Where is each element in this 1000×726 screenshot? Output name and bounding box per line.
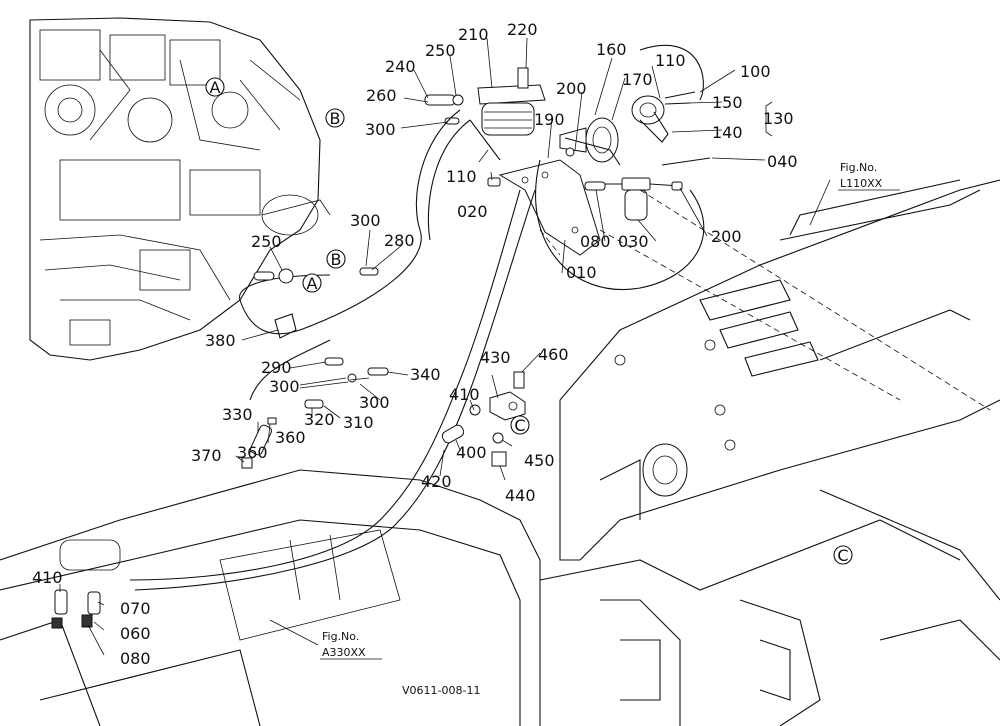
clip-200 bbox=[671, 181, 683, 191]
ref-a-mid: A bbox=[307, 274, 318, 293]
frame bbox=[539, 179, 1000, 726]
label-410-mid: 410 bbox=[449, 385, 480, 404]
label-200-top: 200 bbox=[556, 79, 587, 98]
label-250-mid: 250 bbox=[251, 232, 282, 251]
label-190: 190 bbox=[534, 110, 565, 129]
engine-block bbox=[29, 17, 331, 361]
label-200-right: 200 bbox=[711, 227, 742, 246]
label-030: 030 bbox=[618, 232, 649, 251]
label-040: 040 bbox=[767, 152, 798, 171]
clip-360b bbox=[267, 417, 277, 425]
label-070: 070 bbox=[120, 599, 151, 618]
ref-b-mid: B bbox=[331, 250, 342, 269]
label-370: 370 bbox=[191, 446, 222, 465]
label-260: 260 bbox=[366, 86, 397, 105]
fuel-filter-210 bbox=[477, 67, 546, 136]
clamp-140 bbox=[631, 95, 669, 143]
hose-410-bottom bbox=[54, 589, 68, 615]
fitting-370 bbox=[241, 457, 253, 469]
label-210: 210 bbox=[458, 25, 489, 44]
fig-ref-l-prefix: Fig.No. bbox=[840, 161, 877, 174]
label-170: 170 bbox=[622, 70, 653, 89]
label-020: 020 bbox=[457, 202, 488, 221]
label-420: 420 bbox=[421, 472, 452, 491]
ref-b-top: B bbox=[330, 109, 341, 128]
fitting-080-bottom bbox=[81, 614, 93, 628]
leader-lines bbox=[59, 37, 831, 656]
label-300-top: 300 bbox=[365, 120, 396, 139]
hose-330 bbox=[250, 424, 272, 456]
label-300-mid: 300 bbox=[350, 211, 381, 230]
fig-ref-a-number: A330XX bbox=[322, 646, 366, 659]
label-400: 400 bbox=[456, 443, 487, 462]
label-220: 220 bbox=[507, 20, 538, 39]
ref-c-right: C bbox=[837, 546, 848, 565]
label-110-top: 110 bbox=[655, 51, 686, 70]
fig-ref-l-number: L110XX bbox=[840, 177, 883, 190]
hose-080 bbox=[584, 181, 606, 191]
label-430: 430 bbox=[480, 348, 511, 367]
label-340: 340 bbox=[410, 365, 441, 384]
label-110-mid: 110 bbox=[446, 167, 477, 186]
clip-250-top bbox=[452, 94, 464, 106]
label-320: 320 bbox=[304, 410, 335, 429]
label-300-right: 300 bbox=[359, 393, 390, 412]
label-100: 100 bbox=[740, 62, 771, 81]
label-250-top: 250 bbox=[425, 41, 456, 60]
hose-290 bbox=[324, 357, 344, 366]
label-240: 240 bbox=[385, 57, 416, 76]
label-010: 010 bbox=[566, 263, 597, 282]
label-300-low: 300 bbox=[269, 377, 300, 396]
clamp-380 bbox=[274, 313, 297, 339]
joint-310 bbox=[347, 373, 357, 383]
hose-240 bbox=[424, 94, 456, 106]
label-080-top: 080 bbox=[580, 232, 611, 251]
label-440: 440 bbox=[505, 486, 536, 505]
label-280: 280 bbox=[384, 231, 415, 250]
clamp-250-mid bbox=[278, 268, 294, 284]
hose-250-mid bbox=[253, 271, 275, 281]
clip-410-mid bbox=[469, 404, 481, 416]
hose-400 bbox=[441, 424, 465, 444]
ref-a-top: A bbox=[210, 78, 221, 97]
sediment-bowl-030 bbox=[600, 177, 681, 221]
drawing-code: V0611-008-11 bbox=[402, 684, 480, 697]
label-310: 310 bbox=[343, 413, 374, 432]
label-450: 450 bbox=[524, 451, 555, 470]
hose-280 bbox=[359, 267, 379, 276]
label-330: 330 bbox=[222, 405, 253, 424]
fitting-020 bbox=[487, 177, 501, 187]
ref-c-mid: C bbox=[514, 416, 525, 435]
label-160: 160 bbox=[596, 40, 627, 59]
hose-070 bbox=[87, 591, 101, 615]
label-290: 290 bbox=[261, 358, 292, 377]
sensor-430 bbox=[489, 371, 526, 467]
label-150: 150 bbox=[712, 93, 743, 112]
clip-160 bbox=[565, 147, 575, 157]
bracket-010 bbox=[498, 159, 601, 256]
label-360-right: 360 bbox=[275, 428, 306, 447]
hose-360a bbox=[304, 399, 324, 409]
label-460: 460 bbox=[538, 345, 569, 364]
fig-ref-a-prefix: Fig.No. bbox=[322, 630, 359, 643]
label-130: 130 bbox=[763, 109, 794, 128]
label-060: 060 bbox=[120, 624, 151, 643]
hose-340 bbox=[367, 367, 389, 376]
label-080-bottom: 080 bbox=[120, 649, 151, 668]
label-380: 380 bbox=[205, 331, 236, 350]
label-360-left: 360 bbox=[237, 443, 268, 462]
label-140: 140 bbox=[712, 123, 743, 142]
fitting-410-bottom bbox=[51, 617, 63, 629]
label-410-bottom: 410 bbox=[32, 568, 63, 587]
